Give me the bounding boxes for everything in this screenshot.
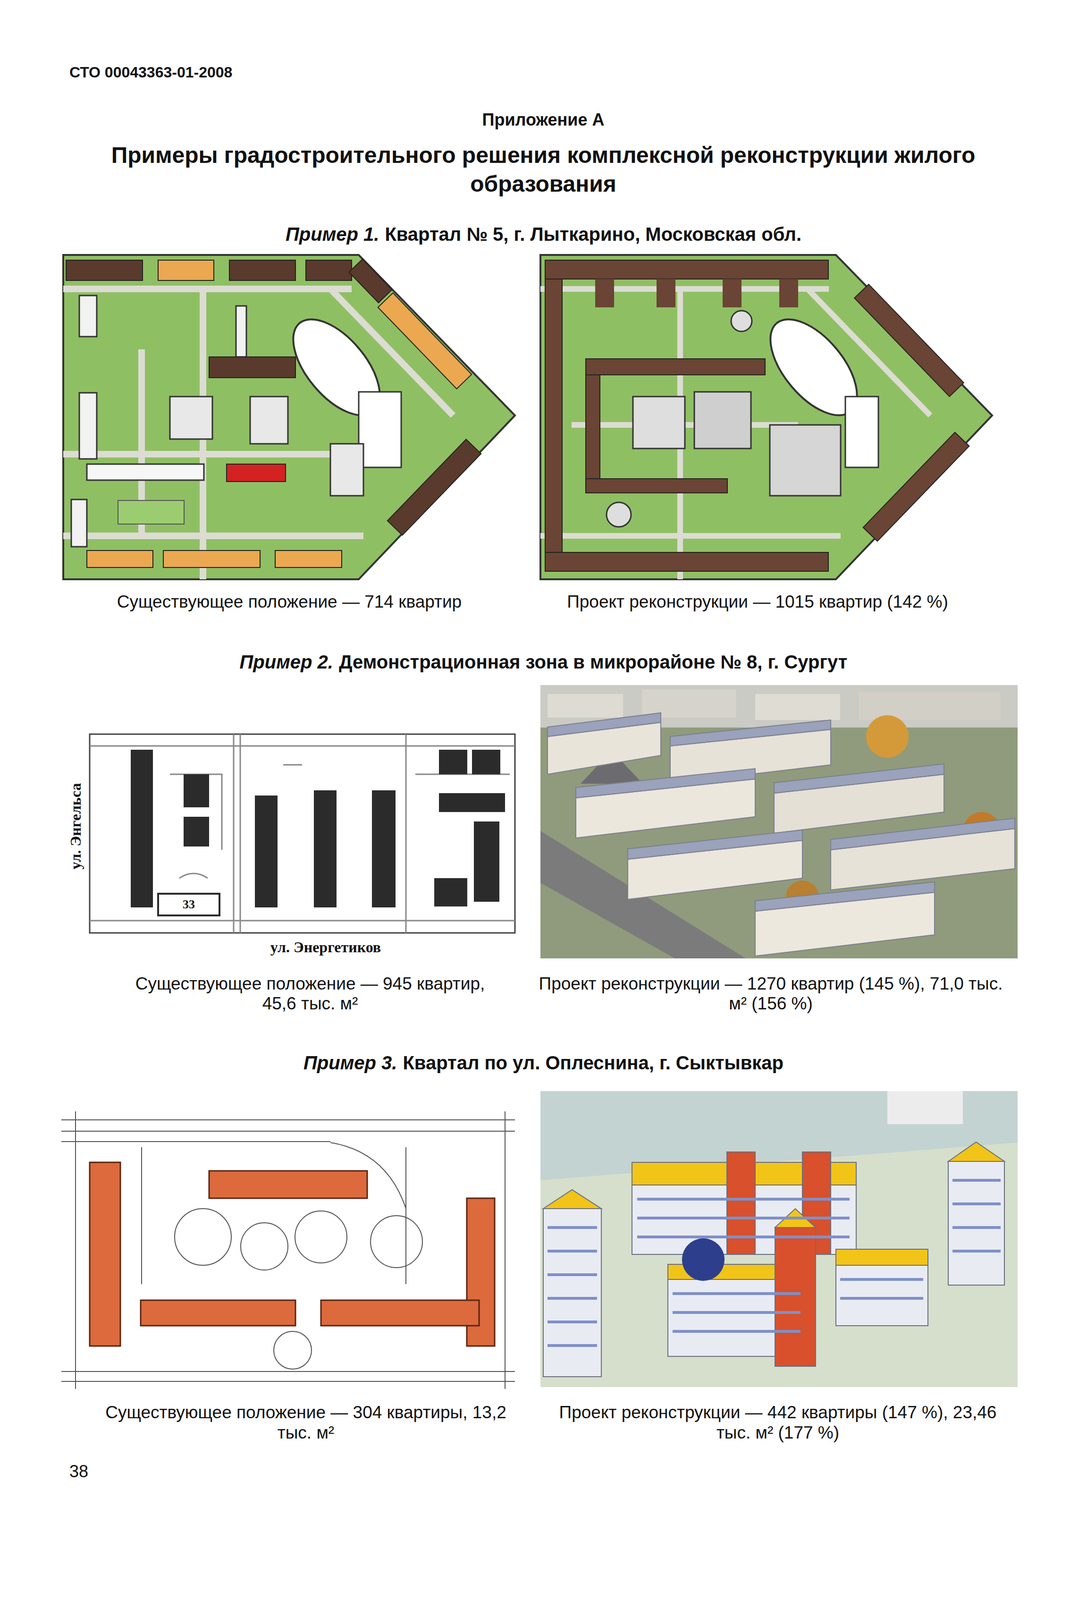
- example-title: Квартал № 5, г. Лыткарино, Московская об…: [384, 223, 802, 245]
- example-heading: Пример 1.Квартал № 5, г. Лыткарино, Моск…: [0, 223, 1087, 245]
- street-name: ул. Энгельса: [66, 780, 85, 871]
- figure-caption: Проект реконструкции — 442 квартиры (147…: [546, 1401, 1010, 1443]
- figure-caption: Проект реконструкции — 1270 квартир (145…: [534, 973, 1007, 1014]
- example-heading: Пример 2.Демонстрационная зона в микрора…: [0, 651, 1087, 673]
- figure-caption: Проект реконструкции — 1015 квартир (142…: [509, 591, 1006, 613]
- example-number: Пример 2.: [239, 651, 334, 673]
- page-number: 38: [69, 1460, 89, 1482]
- example-heading: Пример 3.Квартал по ул. Оплеснина, г. Сы…: [0, 1052, 1087, 1074]
- example-number: Пример 1.: [285, 223, 380, 245]
- example-title: Демонстрационная зона в микрорайоне № 8,…: [338, 651, 848, 673]
- project-rendering-3: [540, 1090, 1018, 1387]
- example-number: Пример 3.: [303, 1052, 397, 1074]
- existing-site-plan-2: [89, 733, 515, 933]
- appendix-heading: Приложение А: [354, 109, 733, 130]
- existing-site-plan-3: [61, 1111, 515, 1389]
- project-site-plan-1: [540, 254, 993, 580]
- example-title: Квартал по ул. Оплеснина, г. Сыктывкар: [402, 1052, 784, 1074]
- building-number: 33: [180, 896, 197, 912]
- street-name: ул. Энергетиков: [268, 937, 383, 956]
- document-title: Примеры градостроительного решения компл…: [94, 140, 992, 199]
- existing-site-plan-1: [63, 254, 515, 580]
- figure-caption: Существующее положение — 945 квартир, 45…: [116, 973, 504, 1014]
- figure-caption: Существующее положение — 714 квартир: [53, 591, 526, 613]
- aerial-photo-2: [540, 684, 1018, 959]
- figure-caption: Существующее положение — 304 квартиры, 1…: [91, 1401, 521, 1443]
- document-code: СТО 00043363-01-2008: [69, 63, 233, 82]
